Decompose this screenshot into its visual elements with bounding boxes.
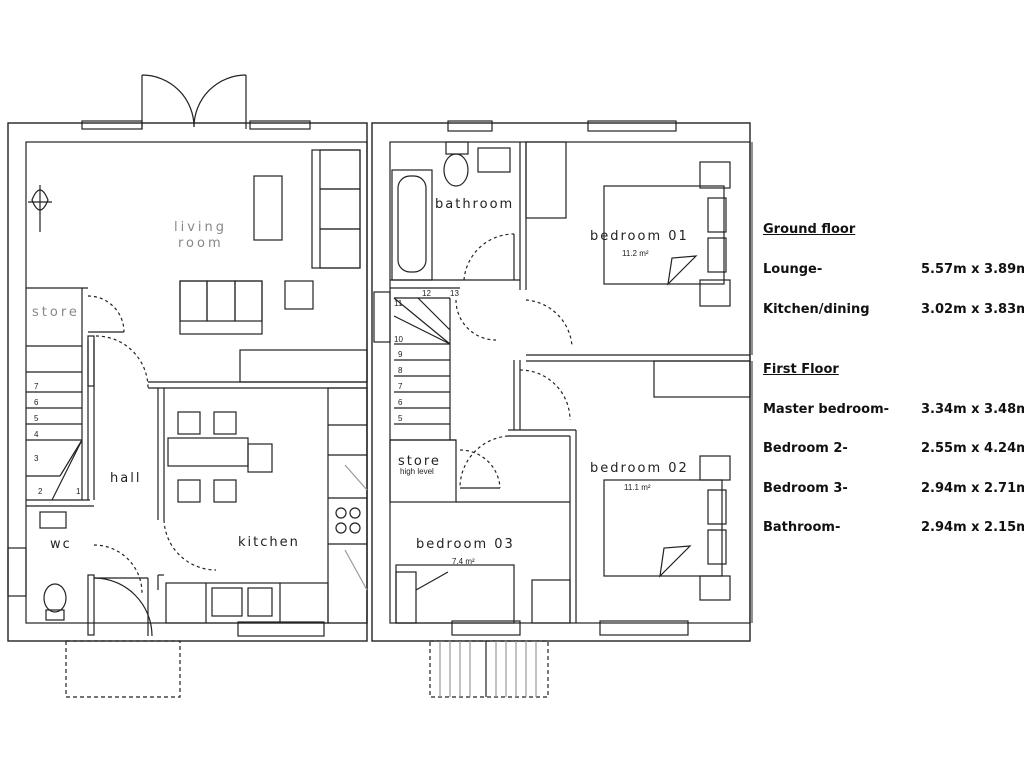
ground-floor-plan (7, 74, 368, 698)
room-label-wc: wc (50, 537, 72, 552)
legend-row: Bedroom 3- 2.94m x 2.71m (763, 481, 1024, 501)
legend-room: Kitchen/dining (763, 302, 870, 317)
stair-number: 8 (398, 366, 403, 375)
legend-room: Master bedroom- (763, 402, 890, 417)
stair-number: 3 (34, 454, 39, 463)
room-label-bathroom: bathroom (435, 197, 514, 212)
room-area-bedroom-01: 11.2 m² (622, 249, 649, 258)
room-area-bedroom-03: 7.4 m² (452, 557, 475, 566)
stair-number: 2 (38, 487, 43, 496)
room-label-store-first: store (398, 454, 441, 469)
legend-size: 3.34m x 3.48m (921, 402, 1024, 417)
stair-number: 1 (76, 487, 81, 496)
legend-room: Lounge- (763, 262, 823, 277)
stair-number: 11 (394, 299, 403, 308)
legend-room: Bedroom 2- (763, 441, 848, 456)
legend-size: 5.57m x 3.89m (921, 262, 1024, 277)
legend-room: Bathroom- (763, 520, 841, 535)
room-label-hall: hall (110, 471, 141, 486)
room-label-living-1: living (174, 220, 227, 235)
room-area-bedroom-02: 11.1 m² (624, 483, 651, 492)
stair-number: 4 (34, 430, 39, 439)
stair-number: 6 (398, 398, 403, 407)
stair-number: 12 (422, 289, 431, 298)
room-label-bedroom-01: bedroom 01 (590, 229, 689, 244)
stair-number: 7 (398, 382, 403, 391)
room-label-living-2: room (178, 236, 224, 251)
stair-number: 7 (34, 382, 39, 391)
room-note-store-first: high level (400, 467, 434, 476)
room-label-bedroom-02: bedroom 02 (590, 461, 689, 476)
room-label-store-ground: store (32, 305, 80, 320)
room-label-kitchen: kitchen (238, 535, 300, 550)
legend-row: Kitchen/dining 3.02m x 3.83m (763, 302, 1024, 322)
stair-number: 13 (450, 289, 459, 298)
legend-row: Lounge- 5.57m x 3.89m (763, 262, 1024, 282)
stair-number: 5 (398, 414, 403, 423)
legend-size: 2.94m x 2.15m (921, 520, 1024, 535)
legend-room: Bedroom 3- (763, 481, 848, 496)
legend-size: 2.55m x 4.24m (921, 441, 1024, 456)
legend-size: 3.02m x 3.83m (921, 302, 1024, 317)
stair-number: 5 (34, 414, 39, 423)
first-floor-heading: First Floor (763, 362, 839, 377)
ground-floor-heading: Ground floor (763, 222, 856, 237)
stair-number: 10 (394, 335, 403, 344)
legend-size: 2.94m x 2.71m (921, 481, 1024, 496)
stair-number: 6 (34, 398, 39, 407)
stair-number: 9 (398, 350, 403, 359)
first-floor-plan (371, 120, 751, 698)
room-label-bedroom-03: bedroom 03 (416, 537, 515, 552)
legend-row: Bathroom- 2.94m x 2.15m (763, 520, 1024, 540)
legend-row: Bedroom 2- 2.55m x 4.24m (763, 441, 1024, 461)
legend-row: Master bedroom- 3.34m x 3.48m (763, 402, 1024, 422)
